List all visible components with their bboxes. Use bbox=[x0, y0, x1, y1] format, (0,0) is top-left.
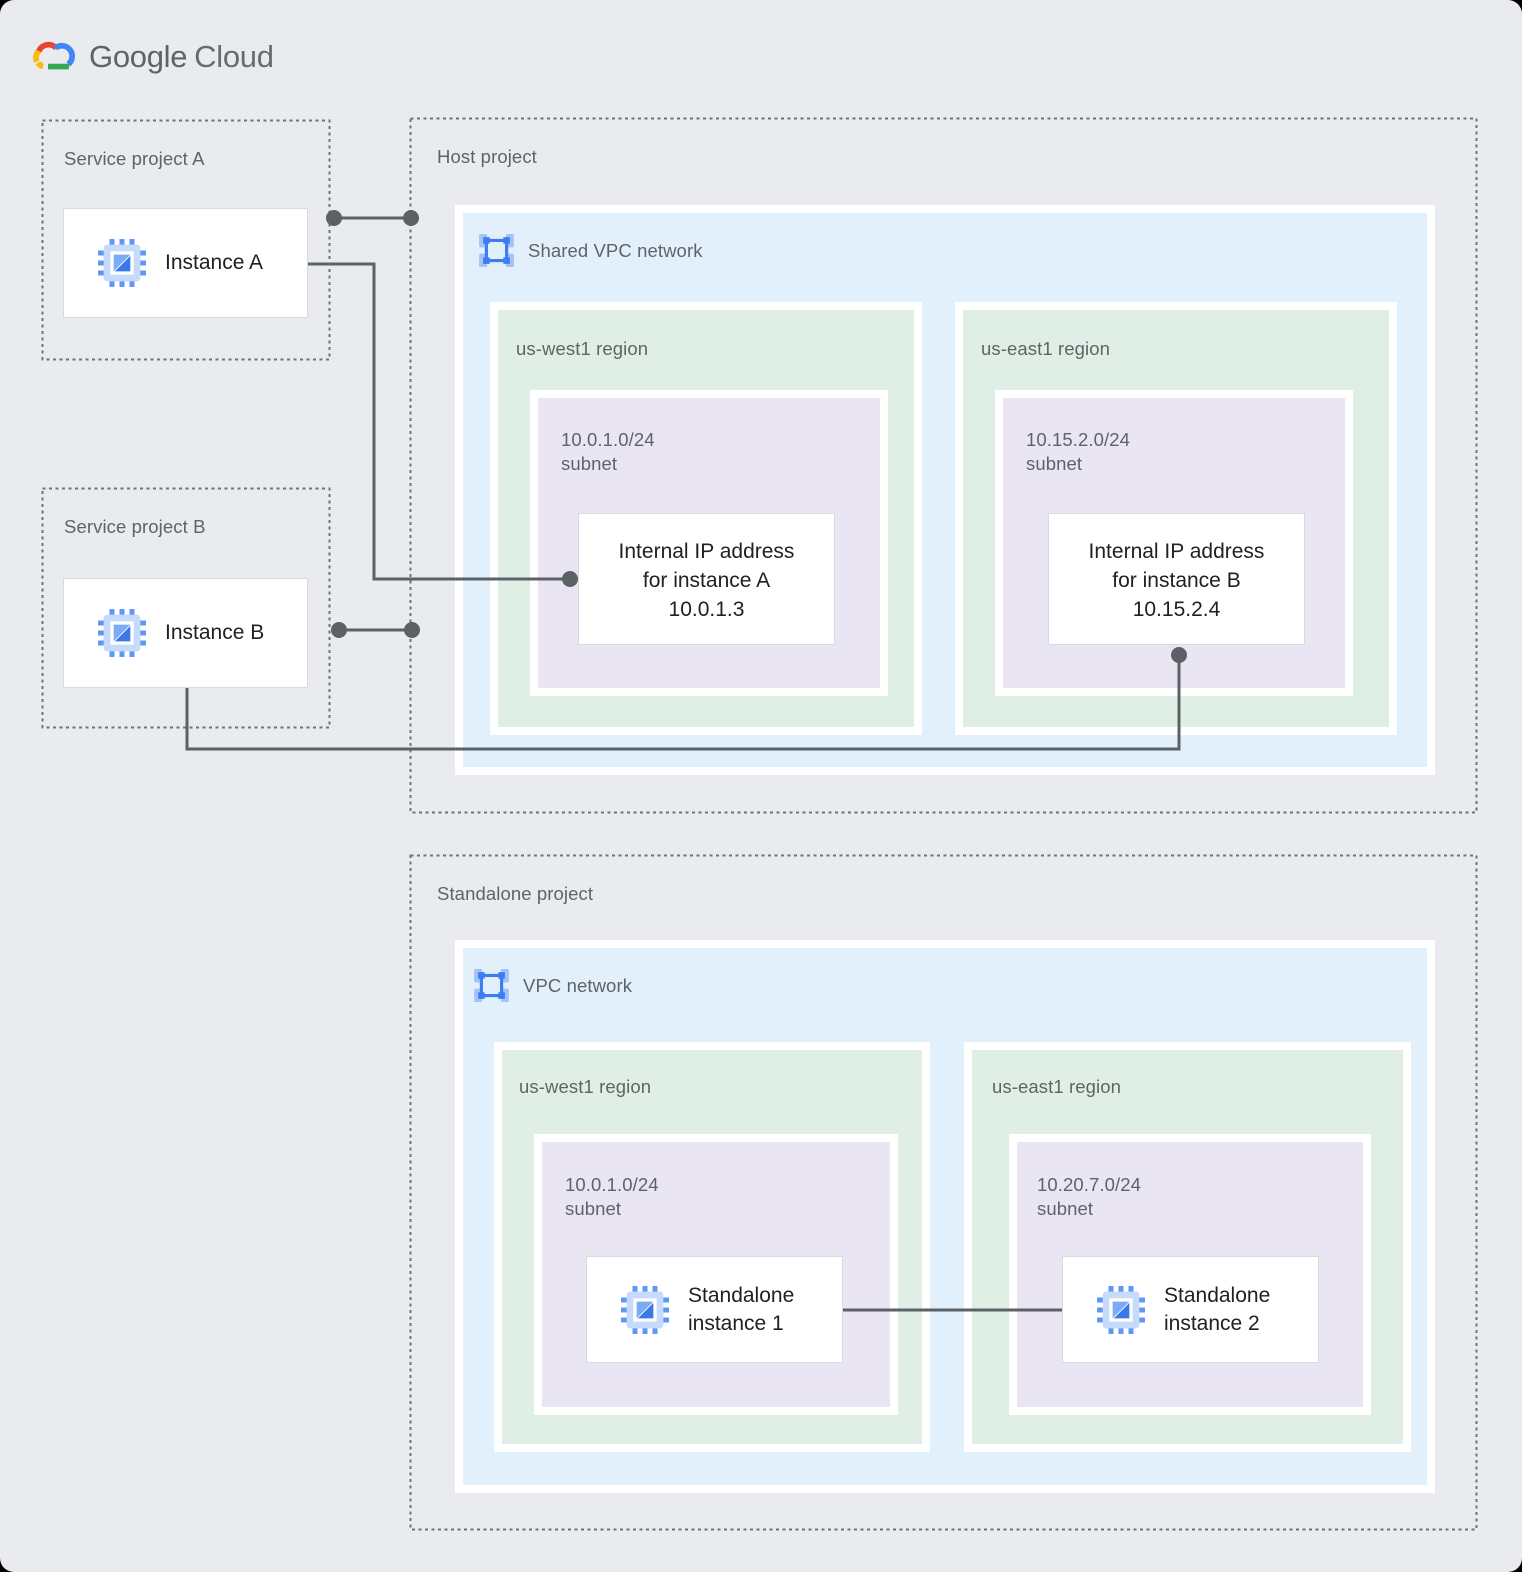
standalone-instance-2-card: Standalone instance 2 bbox=[1062, 1256, 1319, 1363]
standalone-instance-2-label: Standalone instance 2 bbox=[1164, 1282, 1270, 1338]
ip-card-b-ip: 10.15.2.4 bbox=[1132, 598, 1221, 621]
standalone-us-east1-region-label: us-east1 region bbox=[992, 1076, 1122, 1097]
internal-ip-instance-a-card: Internal IP address for instance A 10.0.… bbox=[578, 513, 835, 645]
internal-ip-instance-b-card: Internal IP address for instance B 10.15… bbox=[1048, 513, 1305, 645]
host-us-east1-region-label: us-east1 region bbox=[981, 338, 1111, 359]
host-west-subnet-label: 10.0.1.0/24 subnet bbox=[561, 428, 655, 476]
connector-dot bbox=[403, 210, 419, 226]
host-project-title: Host project bbox=[437, 146, 537, 167]
compute-engine-icon bbox=[97, 238, 147, 288]
instance-a-label: Instance A bbox=[165, 251, 264, 274]
standalone-instance-2-line2: instance 2 bbox=[1164, 1311, 1260, 1335]
shared-vpc-network-label: Shared VPC network bbox=[528, 239, 703, 261]
host-east-subnet-word: subnet bbox=[1026, 453, 1083, 474]
standalone-east-subnet-word: subnet bbox=[1037, 1198, 1094, 1219]
connector-dot bbox=[404, 622, 420, 638]
compute-engine-icon bbox=[1096, 1285, 1146, 1335]
compute-engine-icon bbox=[97, 608, 147, 658]
standalone-vpc-network-label: VPC network bbox=[523, 974, 633, 996]
logo-word-google: Google bbox=[89, 39, 188, 74]
shared-vpc-network-header: Shared VPC network bbox=[478, 232, 703, 269]
service-project-a-title: Service project A bbox=[64, 148, 205, 169]
compute-engine-icon bbox=[620, 1285, 670, 1335]
instance-b-card: Instance B bbox=[63, 578, 308, 688]
host-west-subnet-word: subnet bbox=[561, 453, 618, 474]
standalone-instance-1-line1: Standalone bbox=[688, 1283, 795, 1307]
instance-b-label: Instance B bbox=[165, 621, 265, 644]
logo-word-cloud: Cloud bbox=[194, 39, 274, 74]
vpc-network-icon bbox=[478, 232, 515, 269]
standalone-west-subnet-cidr: 10.0.1.0/24 bbox=[565, 1174, 659, 1195]
host-us-west1-region-label: us-west1 region bbox=[516, 338, 649, 359]
service-project-b-title: Service project B bbox=[64, 516, 206, 537]
standalone-instance-1-line2: instance 1 bbox=[688, 1311, 784, 1335]
standalone-east-subnet-label: 10.20.7.0/24 subnet bbox=[1037, 1173, 1141, 1221]
standalone-us-west1-region-label: us-west1 region bbox=[519, 1076, 652, 1097]
google-cloud-logo-icon bbox=[30, 38, 77, 76]
standalone-instance-1-card: Standalone instance 1 bbox=[586, 1256, 843, 1363]
ip-card-a-ip: 10.0.1.3 bbox=[668, 598, 745, 621]
standalone-west-subnet-word: subnet bbox=[565, 1198, 622, 1219]
standalone-project-title: Standalone project bbox=[437, 883, 594, 904]
ip-card-a-line2: for instance A bbox=[642, 569, 771, 592]
standalone-instance-2-line1: Standalone bbox=[1164, 1283, 1271, 1307]
ip-card-b-line2: for instance B bbox=[1112, 569, 1241, 592]
standalone-east-subnet-cidr: 10.20.7.0/24 bbox=[1037, 1174, 1142, 1195]
host-east-subnet-cidr: 10.15.2.0/24 bbox=[1026, 429, 1131, 450]
standalone-west-subnet-label: 10.0.1.0/24 subnet bbox=[565, 1173, 659, 1221]
connector-dot bbox=[326, 210, 342, 226]
standalone-instance-1-label: Standalone instance 1 bbox=[688, 1282, 794, 1338]
ip-card-a-line1: Internal IP address bbox=[618, 540, 795, 563]
instance-a-card: Instance A bbox=[63, 208, 308, 318]
standalone-vpc-network-header: VPC network bbox=[473, 967, 632, 1004]
ip-card-b-line1: Internal IP address bbox=[1088, 540, 1265, 563]
vpc-network-icon bbox=[473, 967, 510, 1004]
connector-dot bbox=[331, 622, 347, 638]
host-east-subnet-label: 10.15.2.0/24 subnet bbox=[1026, 428, 1130, 476]
host-west-subnet-cidr: 10.0.1.0/24 bbox=[561, 429, 655, 450]
